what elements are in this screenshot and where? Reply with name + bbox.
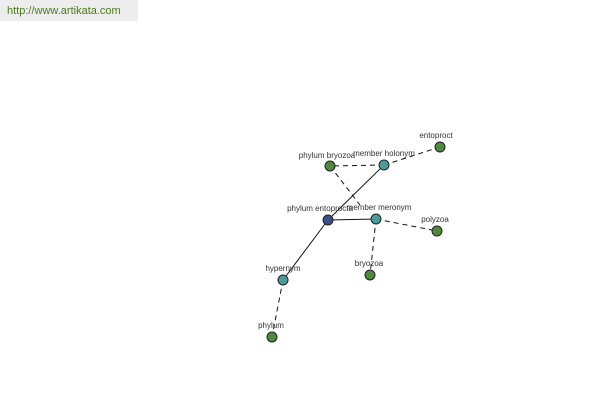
edge-phylum-bryozoa-center <box>329 165 361 206</box>
edge-member-holonym-phylum-bryozoa <box>329 164 385 167</box>
label-member-holonym: member holonym <box>353 149 415 158</box>
node-member-meronym[interactable] <box>370 213 382 225</box>
site-url-link[interactable]: http://www.artikata.com <box>7 5 121 17</box>
label-phylum: phylum <box>258 321 284 330</box>
node-bryozoa[interactable] <box>364 269 376 281</box>
node-phylum-bryozoa[interactable] <box>324 160 336 172</box>
node-phylum-entoprocta[interactable] <box>322 214 334 226</box>
label-member-meronym: member meronym <box>347 203 412 212</box>
label-hypernym: hypernym <box>265 264 300 273</box>
edge-center-member-holonym <box>327 164 385 221</box>
node-phylum[interactable] <box>266 331 278 343</box>
node-member-holonym[interactable] <box>378 159 390 171</box>
label-phylum-bryozoa: phylum bryozoa <box>299 151 356 160</box>
node-entoproct[interactable] <box>434 141 446 153</box>
label-polyzoa: polyzoa <box>421 215 449 224</box>
node-polyzoa[interactable] <box>431 225 443 237</box>
label-bryozoa: bryozoa <box>355 259 384 268</box>
label-phylum-entoprocta: phylum entoprocta <box>287 204 353 213</box>
edge-member-meronym-polyzoa <box>375 218 438 232</box>
edge-hypernym-phylum <box>271 279 284 338</box>
edge-center-member-meronym <box>327 218 377 221</box>
label-entoproct: entoproct <box>419 131 453 140</box>
node-hypernym[interactable] <box>277 274 289 286</box>
edge-center-hypernym <box>282 219 329 281</box>
edge-member-meronym-bryozoa <box>369 218 377 276</box>
url-bar: http://www.artikata.com <box>0 0 138 21</box>
edge-member-holonym-entoproct <box>383 146 441 166</box>
